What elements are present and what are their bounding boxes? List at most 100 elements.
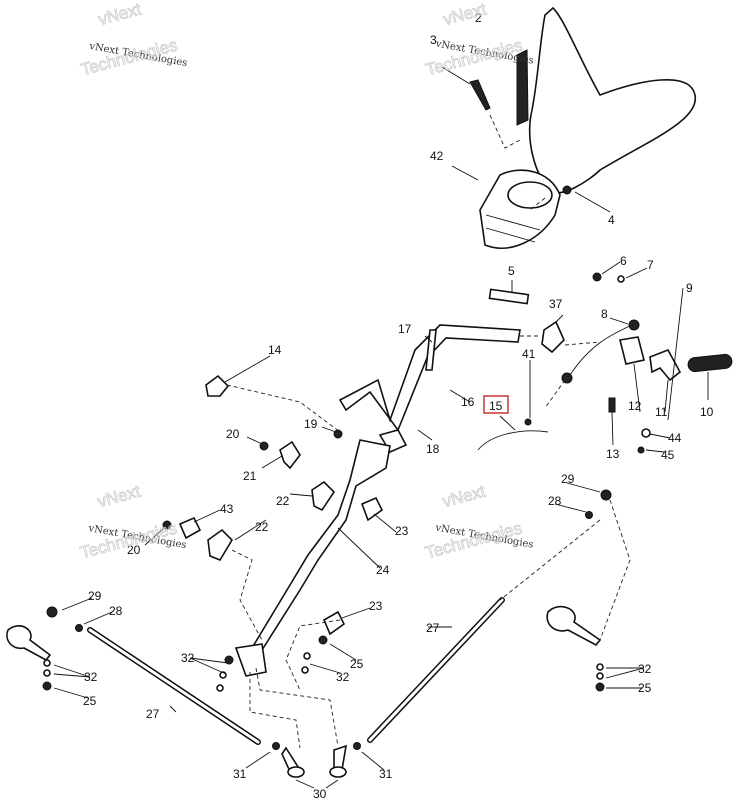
bolt-9[interactable] [667,287,684,421]
label-41[interactable]: 41 [522,347,536,361]
label-32a[interactable]: 32 [181,651,195,665]
label-13[interactable]: 13 [606,447,620,461]
label-21[interactable]: 21 [243,469,257,483]
spindle-arm-left[interactable] [6,625,52,662]
label-27b[interactable]: 27 [146,707,160,721]
label-25a[interactable]: 25 [350,657,364,671]
handlebar[interactable] [338,324,521,432]
washer-32a2[interactable] [216,684,224,692]
label-2[interactable]: 2 [475,11,482,25]
label-27a[interactable]: 27 [426,621,440,635]
nut-32[interactable] [224,655,234,665]
nut-28a[interactable] [75,624,83,632]
nut-19[interactable] [333,429,343,439]
pin-5[interactable] [488,288,530,305]
label-32c[interactable]: 32 [638,662,652,676]
nut-45[interactable] [637,446,645,454]
label-23a[interactable]: 23 [395,524,409,538]
label-22a[interactable]: 22 [276,494,290,508]
knob-37[interactable] [541,320,565,354]
bracket-22b[interactable] [207,528,234,561]
cable-15[interactable] [477,430,549,451]
screw-6[interactable] [592,272,602,282]
bracket-23a[interactable] [360,496,384,522]
nut-41[interactable] [524,418,532,426]
label-8[interactable]: 8 [601,307,608,321]
spindle-arm-right[interactable] [546,605,602,647]
bolt-3[interactable] [469,79,491,111]
nut-25a[interactable] [318,635,328,645]
label-7[interactable]: 7 [647,258,654,272]
label-18[interactable]: 18 [426,442,440,456]
label-37[interactable]: 37 [549,297,563,311]
spring-13[interactable] [608,397,616,413]
nut-20b[interactable] [162,520,172,530]
label-28b[interactable]: 28 [109,604,123,618]
label-25c[interactable]: 25 [83,694,97,708]
washer-32d[interactable] [596,663,604,671]
label-19[interactable]: 19 [304,417,318,431]
label-10[interactable]: 10 [700,405,714,419]
nut-4[interactable] [562,185,572,195]
label-30[interactable]: 30 [313,787,327,800]
nut-25c[interactable] [42,681,52,691]
label-42[interactable]: 42 [430,149,444,163]
grip-10[interactable] [687,353,733,373]
label-32d[interactable]: 32 [84,670,98,684]
tie-rod-end-29b[interactable] [600,489,612,501]
washer-32d2[interactable] [596,672,604,680]
assembly-lines [226,114,631,749]
nut-28b[interactable] [585,511,593,519]
bracket-23b[interactable] [322,610,346,636]
label-11[interactable]: 11 [655,405,668,419]
label-25b[interactable]: 25 [638,681,652,695]
label-23b[interactable]: 23 [369,599,383,613]
nut-31a[interactable] [272,742,280,750]
steering-arm[interactable] [234,643,267,677]
label-15[interactable]: 15 [489,399,503,413]
label-28a[interactable]: 28 [548,494,562,508]
washer-32b[interactable] [303,652,311,660]
label-9[interactable]: 9 [686,281,693,295]
washer-7[interactable] [617,275,625,283]
clamp-43[interactable] [178,516,202,540]
throttle-housing-12[interactable] [619,336,645,365]
label-3[interactable]: 3 [430,33,437,47]
label-6[interactable]: 6 [620,254,627,268]
label-16[interactable]: 16 [461,395,475,409]
label-14[interactable]: 14 [268,343,282,357]
label-20a[interactable]: 20 [226,427,240,441]
label-31a[interactable]: 31 [233,767,247,781]
washer-32b2[interactable] [301,666,309,674]
label-32b[interactable]: 32 [336,670,350,684]
washer-32c2[interactable] [43,669,51,677]
boot-opening [507,181,553,209]
knob-14[interactable] [205,374,230,397]
label-12[interactable]: 12 [628,399,642,413]
hood-part[interactable] [528,6,696,194]
bracket-22a[interactable] [311,480,336,512]
label-22b[interactable]: 22 [255,520,269,534]
nut-25b[interactable] [595,682,605,692]
nut-31b[interactable] [353,742,361,750]
label-43[interactable]: 43 [220,502,234,516]
ball-joint-30b-base [329,766,347,778]
label-17[interactable]: 17 [398,322,412,336]
label-24[interactable]: 24 [376,563,390,577]
boot-part[interactable] [479,169,561,249]
bolt-17[interactable] [425,329,437,371]
throttle-lever-11[interactable] [649,348,682,382]
steering-column-24[interactable] [250,439,391,651]
label-29a[interactable]: 29 [561,472,575,486]
label-44[interactable]: 44 [668,431,682,445]
label-45[interactable]: 45 [661,448,675,462]
label-4[interactable]: 4 [608,213,615,227]
washer-32c[interactable] [43,659,51,667]
label-31b[interactable]: 31 [379,767,393,781]
clamp-21[interactable] [279,440,301,470]
washer-44[interactable] [641,428,651,438]
label-5[interactable]: 5 [508,264,515,278]
tie-rod-end-29a[interactable] [46,606,58,618]
label-20b[interactable]: 20 [127,543,141,557]
label-29b[interactable]: 29 [88,589,102,603]
